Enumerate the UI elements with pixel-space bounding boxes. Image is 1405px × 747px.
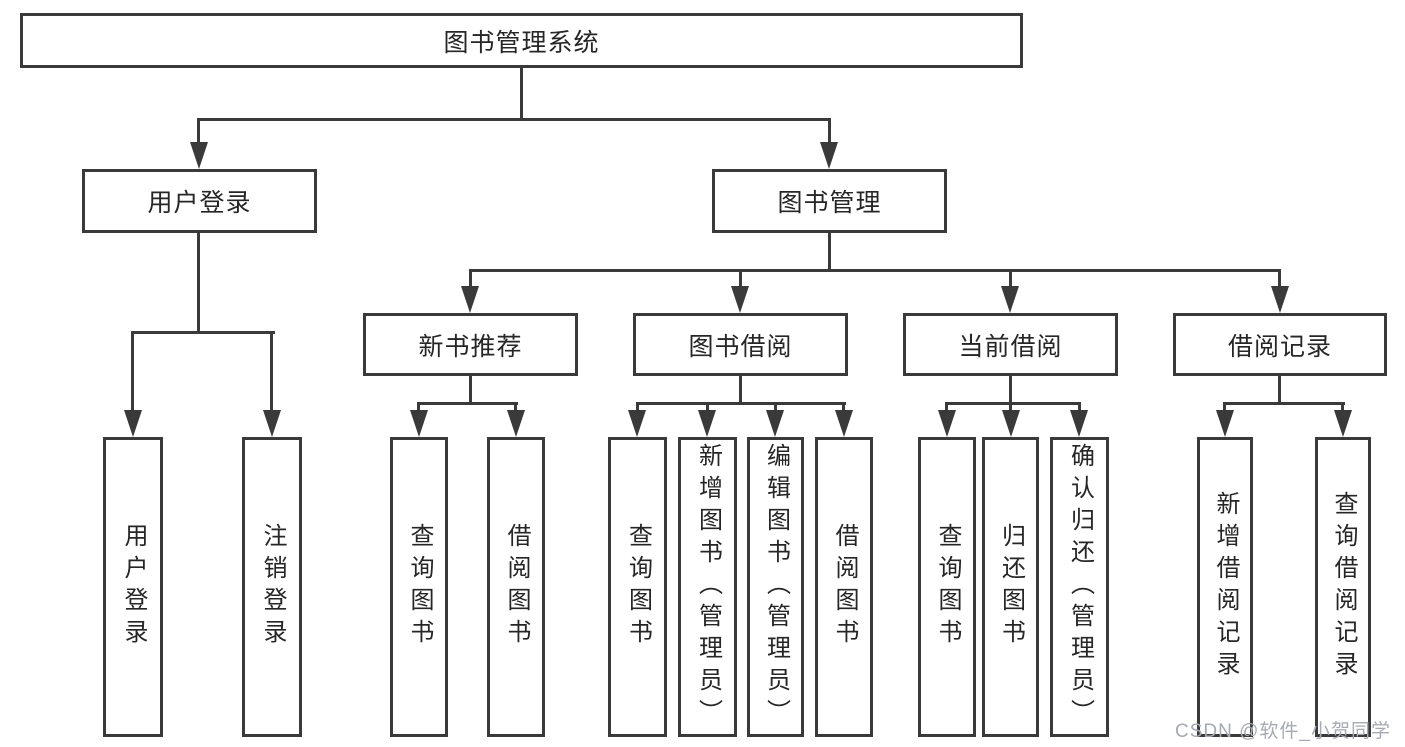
arrowhead [124,410,142,437]
arrowhead [1002,410,1020,437]
connector-line [197,118,200,146]
connector-line [828,118,831,146]
node-borrow-books: 借阅图书 [815,437,873,737]
connector-line [1278,376,1281,405]
node-query-borrow-record: 查询借阅记录 [1315,437,1371,737]
node-label: 确认归还（管理员） [1066,443,1094,731]
arrowhead [1070,410,1088,437]
node-add-books-admin: 新增图书（管理员） [678,437,737,737]
connector-line [1223,402,1226,413]
node-query-books-recommend: 查询图书 [390,437,448,737]
arrowhead [766,410,784,437]
node-query-books-borrowing: 查询图书 [608,437,667,737]
arrowhead [731,286,749,313]
node-return-books: 归还图书 [982,437,1039,737]
connector-line [1278,269,1281,288]
connector-line [197,118,831,121]
node-login: 用户登录 [103,437,163,737]
node-label: 图书借阅 [688,332,793,361]
node-label: 当前借阅 [958,332,1063,361]
arrowhead [698,410,716,437]
node-book-management: 图书管理 [712,169,947,233]
connector-line [197,233,200,334]
node-library-system: 图书管理系统 [20,13,1023,68]
arrowhead [938,410,956,437]
node-borrow-books-recommend: 借阅图书 [487,437,545,737]
connector-line [131,331,134,411]
node-confirm-return-admin: 确认归还（管理员） [1050,437,1109,737]
connector-line [706,402,709,413]
node-label: 新增图书（管理员） [694,443,722,731]
node-label: 借阅图书 [503,523,530,651]
node-logout: 注销登录 [242,437,302,737]
connector-line [945,402,1081,405]
arrowhead [1334,410,1352,437]
node-query-books-current: 查询图书 [918,437,976,737]
node-label: 查询图书 [624,523,652,651]
connector-line [739,376,742,405]
node-label: 图书管理 [777,189,882,217]
connector-line [417,402,518,405]
connector-line [1009,402,1012,413]
connector-line [520,68,523,120]
node-label: 用户登录 [120,523,147,651]
node-user-login: 用户登录 [82,169,317,233]
arrowhead [1001,286,1019,313]
arrowhead [820,142,838,169]
node-label: 查询图书 [934,523,961,651]
node-edit-books-admin: 编辑图书（管理员） [747,437,804,737]
connector-line [636,402,846,405]
connector-line [417,402,420,413]
node-new-book-recommendation: 新书推荐 [363,313,578,376]
arrowhead [835,410,853,437]
arrowhead [190,142,208,169]
connector-line [270,331,273,411]
connector-line [1223,402,1345,405]
node-label: 归还图书 [997,523,1025,651]
node-label: 注销登录 [259,523,286,651]
node-label: 编辑图书（管理员） [762,443,790,731]
connector-line [739,269,742,288]
connector-line [1009,269,1012,288]
connector-line [842,402,845,413]
connector-line [131,331,275,334]
node-borrowing-records: 借阅记录 [1173,313,1387,376]
arrowhead [507,410,525,437]
node-add-borrow-record: 新增借阅记录 [1197,437,1253,737]
connector-line [1009,376,1012,405]
node-book-borrowing: 图书借阅 [633,313,848,376]
arrowhead [410,410,428,437]
connector-line [1341,402,1344,413]
connector-line [514,402,517,413]
connector-line [774,402,777,413]
connector-line [636,402,639,413]
arrowhead [628,410,646,437]
connector-line [828,233,831,272]
node-label: 借阅图书 [831,523,858,651]
node-current-borrowing: 当前借阅 [903,313,1118,376]
node-label: 查询图书 [406,523,433,651]
connector-line [469,269,472,288]
node-label: 新书推荐 [418,332,523,361]
node-label: 用户登录 [147,189,252,217]
arrowhead [1271,286,1289,313]
connector-line [469,376,472,405]
arrowhead [263,410,281,437]
arrowhead [461,286,479,313]
connector-line [469,269,1281,272]
node-label: 借阅记录 [1227,332,1332,361]
node-label: 查询借阅记录 [1330,491,1357,683]
node-label: 新增借阅记录 [1212,491,1239,683]
connector-line [1078,402,1081,413]
watermark: CSDN @软件_小贺同学 [1175,721,1391,742]
connector-line [945,402,948,413]
arrowhead [1216,410,1234,437]
node-label: 图书管理系统 [443,28,600,57]
